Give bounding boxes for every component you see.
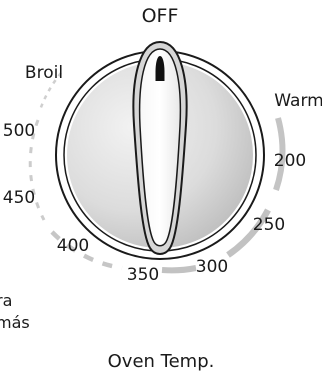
label-off: OFF bbox=[142, 6, 179, 26]
label-450: 450 bbox=[3, 188, 35, 208]
dial-title: Oven Temp. bbox=[108, 352, 215, 372]
side-text-line-1: ra bbox=[0, 291, 12, 311]
side-text-line-2: más bbox=[0, 313, 30, 333]
label-broil: Broil bbox=[25, 63, 63, 83]
label-300: 300 bbox=[196, 257, 228, 277]
label-200: 200 bbox=[274, 151, 306, 171]
label-400: 400 bbox=[57, 236, 89, 256]
label-warm: Warm bbox=[274, 91, 322, 111]
label-250: 250 bbox=[253, 215, 285, 235]
label-350: 350 bbox=[127, 265, 159, 285]
label-500: 500 bbox=[3, 121, 35, 141]
